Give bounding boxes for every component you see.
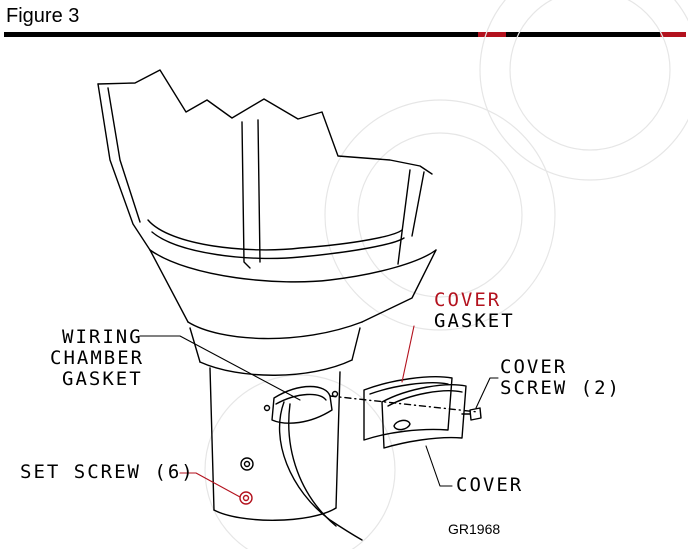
cover-screw-label-1: COVER [500,356,568,378]
pole-shroud [97,69,437,376]
title-rule-accent [478,32,506,37]
cover-assembly [329,376,482,449]
pole-cylinder [209,367,363,541]
figure-title: Figure 3 [6,5,80,27]
set-screw-label: SET SCREW (6) [20,461,195,483]
watermark [204,0,688,549]
cover-screw-label-2: SCREW (2) [500,377,621,399]
cover-gasket-label-1: COVER [434,289,502,311]
wiring-chamber-label-2: CHAMBER [50,347,145,369]
wiring-chamber-label-3: GASKET [62,368,143,390]
cover-gasket-label-2: GASKET [434,310,515,332]
title-rule [4,32,686,37]
title-rule-accent-end [660,32,686,37]
cover-label: COVER [456,474,524,496]
drawing-id: GR1968 [448,521,501,537]
wiring-chamber-label-1: WIRING [62,326,143,348]
leader-lines [139,325,499,498]
